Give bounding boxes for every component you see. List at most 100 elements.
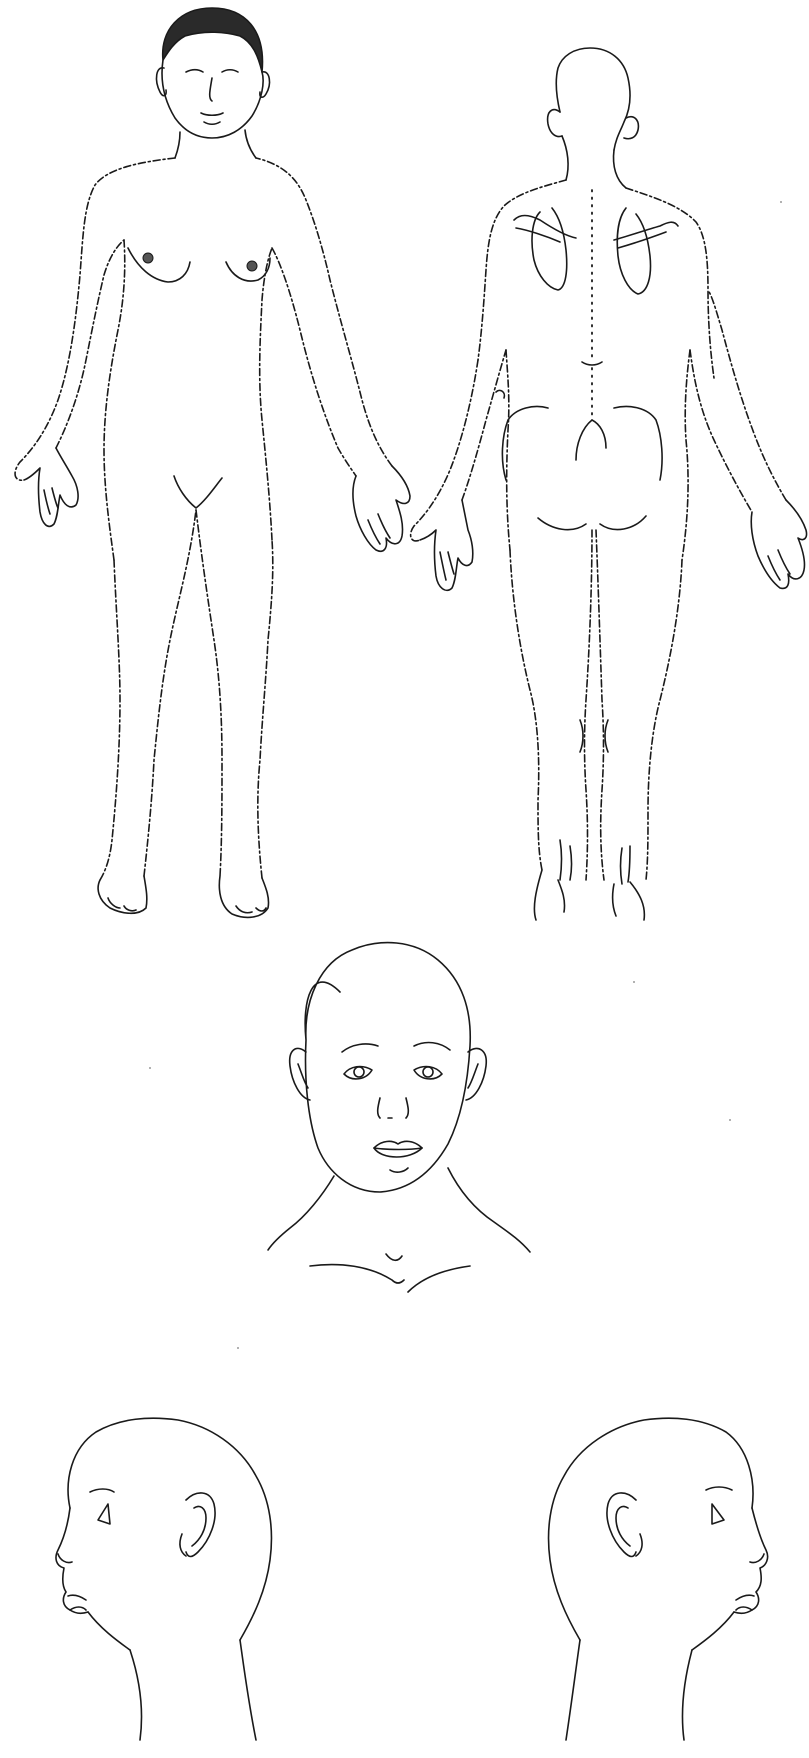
right-profile-head-outline bbox=[549, 1418, 753, 1640]
left-profile-head-outline bbox=[68, 1418, 271, 1640]
front-left-eye bbox=[186, 70, 203, 72]
back-right-buttock bbox=[614, 407, 662, 481]
back-right-leg-inner bbox=[596, 530, 604, 880]
left-profile-neck-front bbox=[130, 1650, 142, 1740]
face-right-clavicle bbox=[408, 1266, 470, 1292]
front-left-nipple bbox=[143, 253, 153, 263]
left-profile-eyebrow bbox=[90, 1489, 114, 1492]
back-gluteal-fold-right bbox=[600, 516, 646, 530]
left-profile-jaw bbox=[88, 1612, 130, 1650]
back-gluteal-left bbox=[576, 420, 592, 460]
back-left-buttock bbox=[502, 407, 548, 481]
front-left-fingers bbox=[44, 488, 58, 514]
back-gluteal-right bbox=[592, 420, 606, 448]
front-hair bbox=[163, 8, 263, 72]
face-upper-lip bbox=[374, 1141, 422, 1149]
face-right-eyebrow bbox=[414, 1043, 450, 1050]
speck bbox=[780, 201, 782, 203]
right-profile-ear-inner bbox=[616, 1506, 630, 1546]
back-left-knee-mark bbox=[580, 720, 583, 752]
back-right-torso bbox=[682, 350, 690, 560]
front-pubic-line bbox=[174, 476, 222, 508]
back-left-scapula bbox=[532, 208, 567, 290]
speck bbox=[237, 1347, 239, 1349]
back-right-achilles bbox=[621, 846, 631, 884]
back-left-fingers bbox=[440, 552, 454, 580]
head-left-profile-view bbox=[56, 1418, 271, 1740]
posterior-body-view bbox=[411, 48, 807, 920]
front-neck-right bbox=[245, 130, 256, 158]
front-right-toes bbox=[236, 906, 266, 913]
face-nose bbox=[378, 1098, 409, 1118]
back-left-leg-inner bbox=[585, 530, 593, 880]
left-profile-ear-inner bbox=[192, 1506, 206, 1546]
left-profile-nose-detail bbox=[58, 1554, 72, 1563]
back-left-arm-inner bbox=[462, 350, 506, 500]
front-neck-left bbox=[175, 132, 180, 158]
front-left-leg-outer bbox=[100, 560, 120, 880]
front-left-arm-inner bbox=[56, 240, 124, 448]
back-left-ear bbox=[548, 110, 562, 137]
back-right-ear bbox=[624, 117, 638, 139]
right-profile-upper-lip bbox=[736, 1595, 754, 1600]
back-left-hand bbox=[420, 500, 473, 590]
left-profile-lower-lip bbox=[70, 1607, 86, 1610]
front-left-breast bbox=[128, 248, 190, 282]
right-profile-eyebrow bbox=[706, 1487, 732, 1490]
face-head-outline bbox=[305, 943, 470, 1192]
back-right-knee-mark bbox=[605, 720, 608, 752]
back-right-heel bbox=[613, 882, 645, 920]
front-chin bbox=[204, 122, 220, 124]
back-waist-mark bbox=[582, 362, 602, 365]
speck bbox=[633, 981, 635, 983]
back-right-leg-outer bbox=[646, 560, 682, 880]
head-front-view bbox=[268, 943, 530, 1292]
right-profile-ear bbox=[607, 1493, 636, 1557]
front-left-leg-inner bbox=[144, 510, 196, 876]
front-left-hand bbox=[24, 448, 78, 526]
scan-specks bbox=[149, 201, 782, 1349]
face-right-neck bbox=[448, 1168, 530, 1252]
back-right-scapula bbox=[617, 208, 650, 294]
right-profile-lower-lip bbox=[736, 1607, 752, 1610]
face-left-clavicle bbox=[310, 1265, 404, 1283]
back-left-shoulder-blade-ridge bbox=[514, 216, 576, 239]
face-jugular-notch bbox=[386, 1254, 402, 1260]
front-right-leg-inner bbox=[196, 510, 222, 876]
back-neck-right bbox=[614, 150, 627, 188]
front-right-arm-outer bbox=[256, 158, 392, 466]
back-left-elbow-mark bbox=[496, 390, 504, 398]
right-profile-jaw bbox=[692, 1612, 734, 1650]
right-profile-nose-detail bbox=[750, 1554, 764, 1563]
front-right-nipple bbox=[247, 261, 257, 271]
front-nose bbox=[210, 78, 212, 101]
back-right-arm-inner bbox=[690, 350, 752, 512]
right-profile-ear-lobe bbox=[636, 1534, 642, 1556]
back-right-shoulder-blade-ridge-2 bbox=[618, 232, 666, 248]
left-profile-ear bbox=[186, 1493, 215, 1557]
back-head-outline bbox=[556, 48, 630, 150]
right-profile-neck-front bbox=[682, 1650, 692, 1740]
face-left-neck bbox=[268, 1176, 334, 1250]
anterior-body-view bbox=[15, 8, 410, 917]
back-right-arm-outer bbox=[708, 290, 786, 500]
front-left-foot bbox=[98, 876, 147, 913]
back-left-arm-outer bbox=[411, 360, 478, 541]
front-right-torso bbox=[260, 248, 272, 540]
front-right-hand bbox=[353, 466, 410, 551]
back-right-fingers bbox=[768, 550, 790, 580]
left-profile-neck-back bbox=[240, 1640, 256, 1740]
front-right-leg-outer bbox=[258, 540, 273, 878]
face-right-iris bbox=[423, 1067, 433, 1077]
back-left-leg-outer bbox=[510, 550, 542, 870]
face-left-eyebrow bbox=[342, 1044, 378, 1052]
back-gluteal-fold-left bbox=[538, 518, 586, 530]
back-left-shoulder bbox=[478, 180, 566, 360]
speck bbox=[729, 1119, 731, 1121]
back-right-hand bbox=[751, 500, 806, 588]
back-neck-left bbox=[562, 136, 568, 180]
front-left-torso bbox=[104, 240, 125, 560]
head-right-profile-view bbox=[549, 1418, 768, 1740]
back-left-torso bbox=[506, 350, 510, 550]
